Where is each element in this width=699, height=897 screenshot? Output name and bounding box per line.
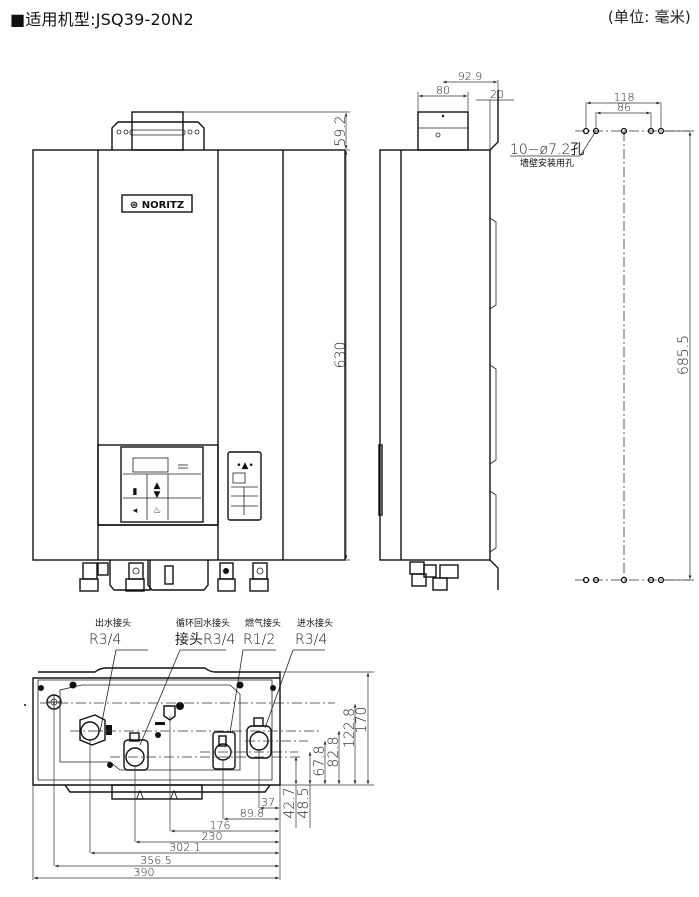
svg-text:▮: ▮ — [133, 487, 138, 497]
wall-mount-pattern: 118 86 10−ø7.2孔 墙壁安装用孔 685.5 — [510, 91, 694, 584]
front-view: ⊛ NORITZ ▲ ▼ ▮ ♨ ◂ •▲• — [32, 111, 350, 592]
svg-text:•▲•: •▲• — [236, 461, 254, 471]
dim-top-overall: 92.9 — [458, 70, 483, 83]
connector-size-outlet: R3/4 — [89, 632, 121, 648]
connector-label-inlet: 进水接头 — [297, 617, 333, 629]
dim-h-176: 176 — [210, 819, 231, 832]
model-title: ■适用机型:JSQ39-20N2 — [10, 10, 194, 29]
front-fittings — [79, 560, 269, 592]
dim-vertical-spacing: 685.5 — [676, 335, 692, 375]
dim-v-67-8: 67.8 — [312, 745, 328, 776]
connector-label-return: 循环回水接头 — [176, 617, 230, 629]
dim-v-42-7: 42.7 — [282, 787, 298, 818]
connector-size-return: 接头R3/4 — [175, 631, 235, 648]
svg-text:▼: ▼ — [154, 490, 161, 500]
dim-bracket: 20 — [490, 88, 504, 101]
hole-spec: 10−ø7.2孔 — [510, 142, 584, 158]
dim-v-48-5: 48.5 — [296, 787, 312, 818]
dim-v-82-8: 82.8 — [326, 736, 342, 767]
connector-label-outlet: 出水接头 — [95, 617, 131, 629]
unit-label: (单位: 毫米) — [607, 8, 691, 26]
dim-v-122-8: 122.8 — [342, 708, 358, 748]
side-view: 80 92.9 20 — [378, 70, 514, 591]
dim-body-height: 630 — [333, 342, 349, 369]
dim-flue-height: 59.2 — [333, 115, 349, 146]
connector-size-inlet: R3/4 — [295, 632, 327, 648]
dim-h-302-1: 302.1 — [169, 841, 201, 854]
svg-text:⋀: ⋀ — [135, 790, 144, 800]
svg-text:♨: ♨ — [153, 506, 161, 516]
brand-logo: ⊛ NORITZ — [130, 200, 184, 211]
dim-h-89-8: 89.8 — [240, 807, 265, 820]
dim-h-356-5: 356.5 — [140, 854, 172, 867]
dim-v-170: 170 — [354, 707, 370, 734]
svg-text:▲: ▲ — [154, 481, 161, 491]
bottom-view: 出水接头 R3/4 循环回水接头 接头R3/4 燃气接头 R1/2 进水接头 R… — [24, 617, 374, 880]
dim-h-230: 230 — [202, 830, 223, 843]
dim-inner-spacing: 86 — [617, 101, 631, 114]
dim-flue-width: 80 — [436, 84, 450, 97]
connector-label-gas: 燃气接头 — [245, 617, 281, 629]
dim-h-390: 390 — [134, 866, 155, 879]
hole-note: 墙壁安装用孔 — [520, 157, 574, 169]
dim-h-37: 37 — [261, 796, 275, 809]
connector-size-gas: R1/2 — [243, 632, 275, 648]
svg-text:◂: ◂ — [133, 506, 138, 516]
dim-outer-spacing: 118 — [614, 91, 635, 104]
svg-text:⋀: ⋀ — [169, 790, 178, 800]
